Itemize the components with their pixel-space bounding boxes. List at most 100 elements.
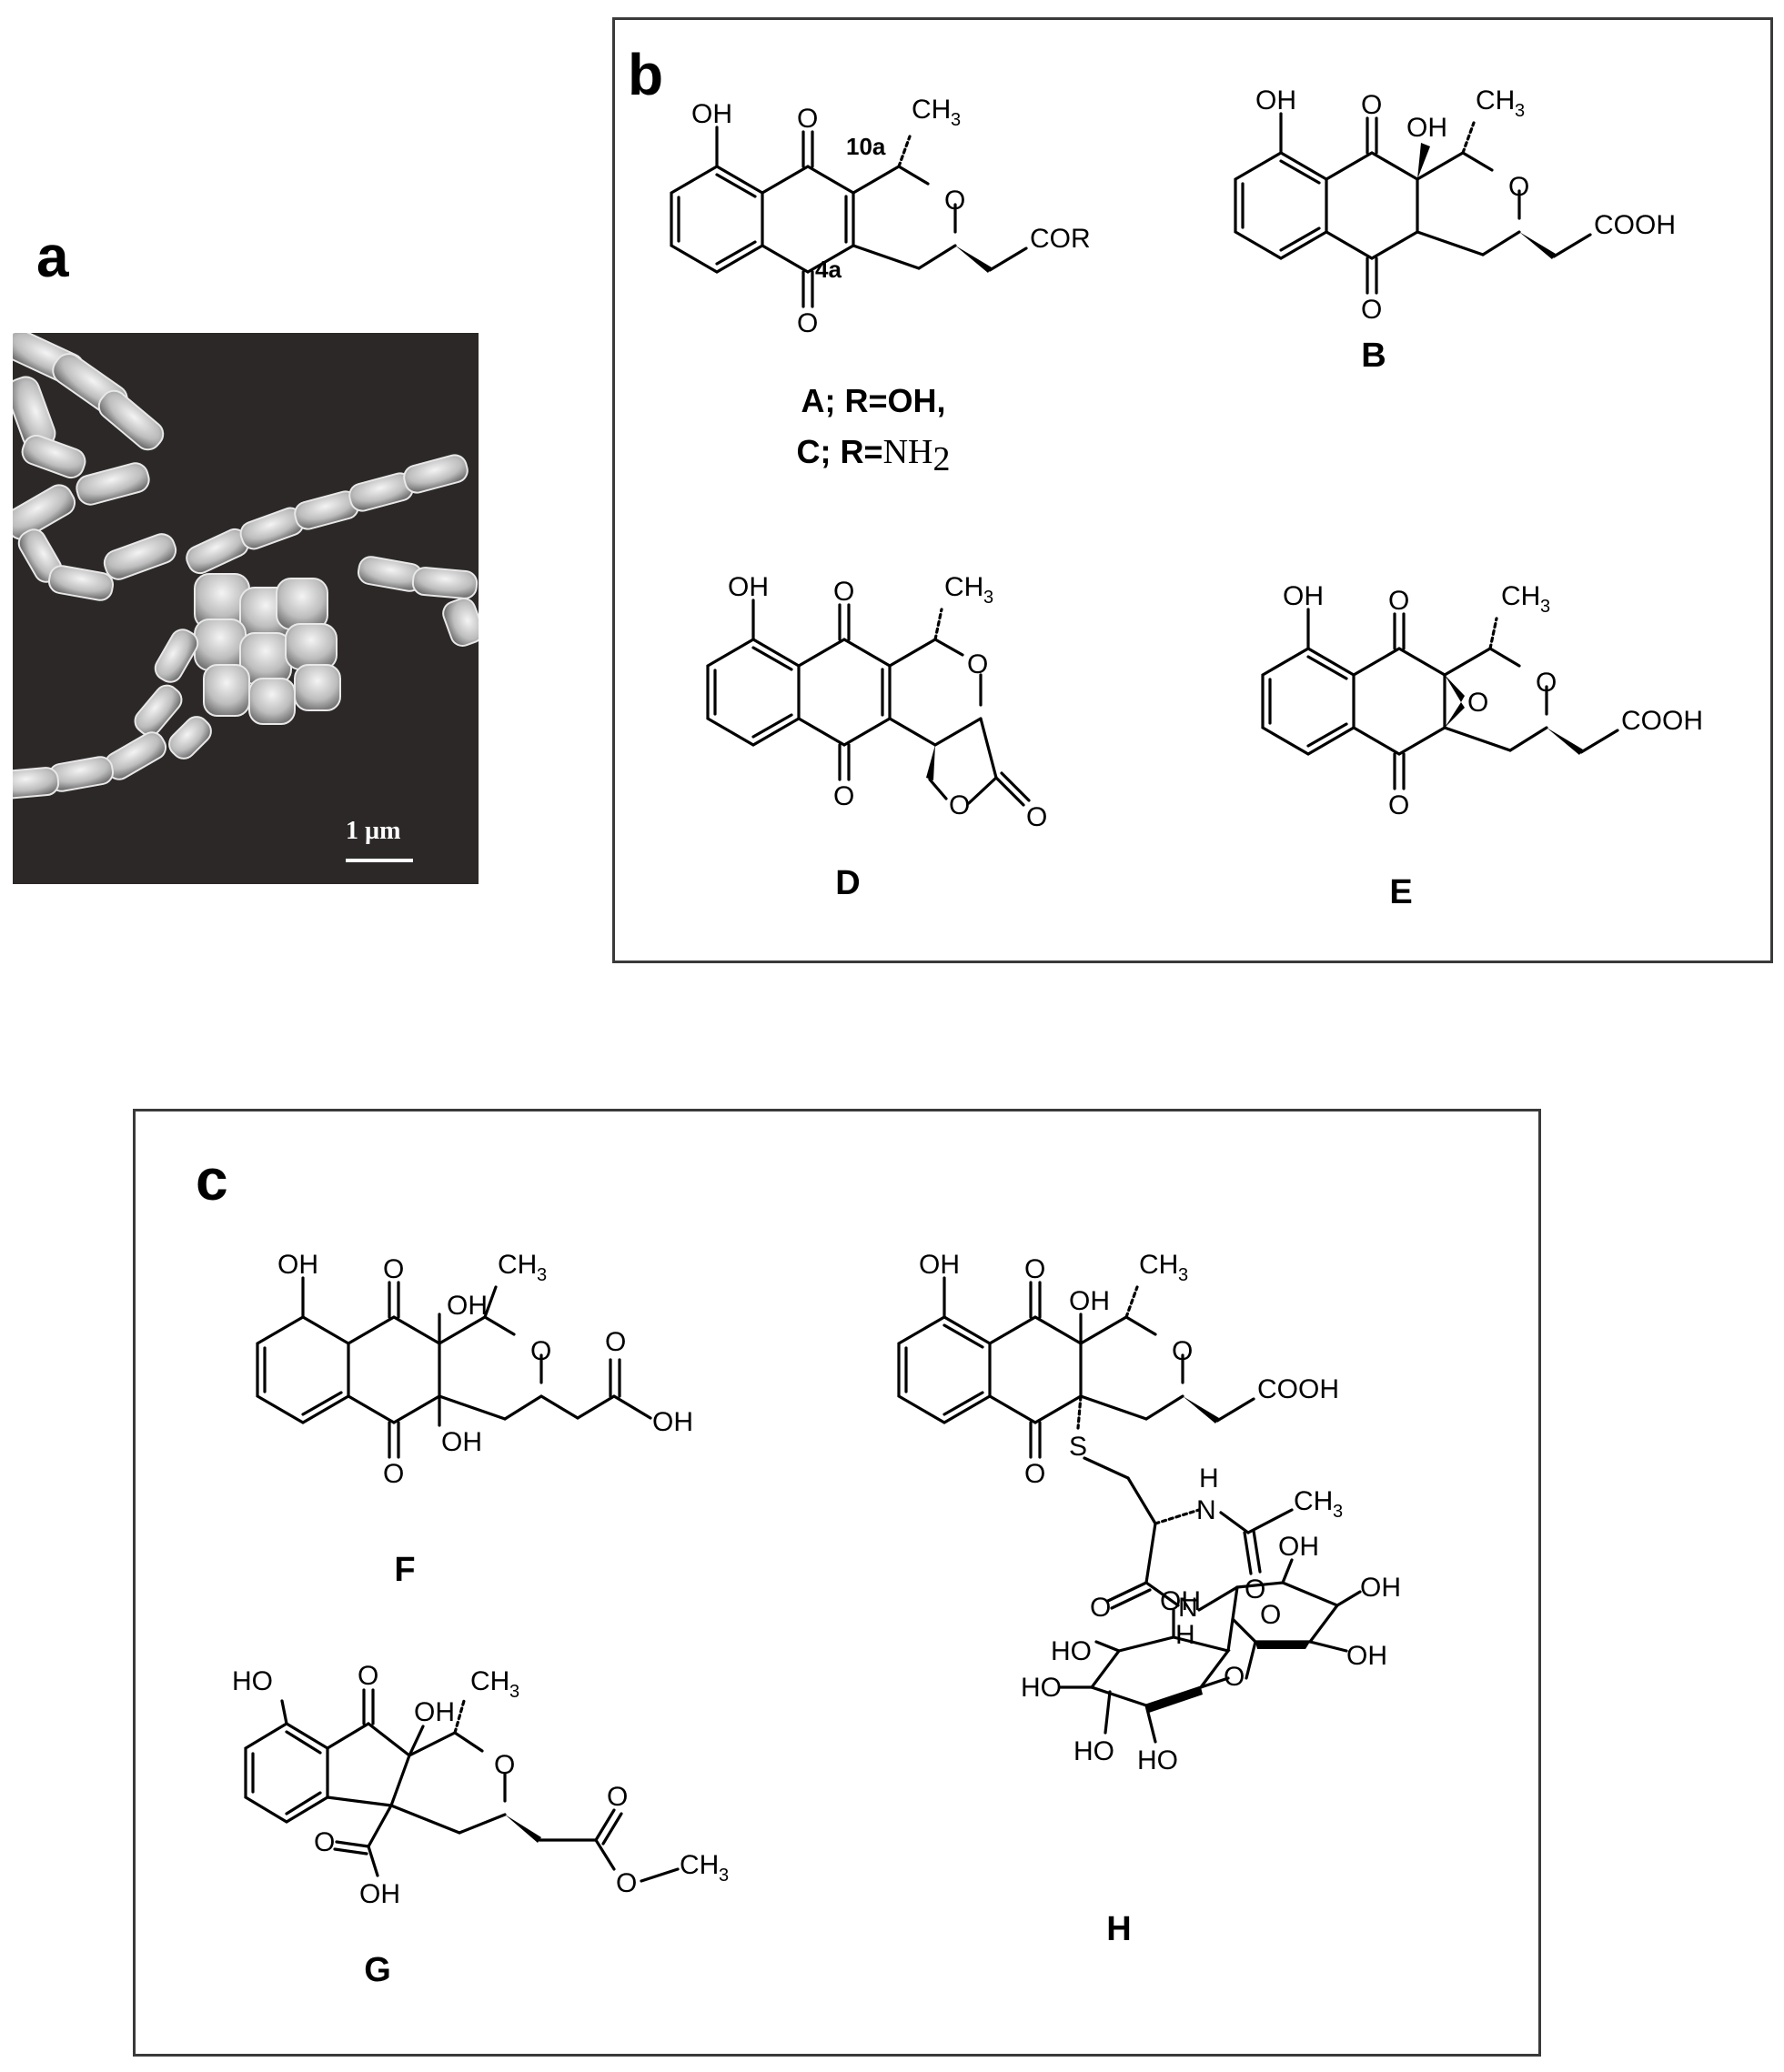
svg-text:O: O (949, 790, 970, 820)
svg-text:H: H (1199, 1463, 1219, 1494)
svg-text:HO: HO (1021, 1673, 1062, 1703)
svg-text:OH: OH (1360, 1573, 1401, 1603)
label-G: G (364, 1951, 391, 1989)
svg-text:OH: OH (441, 1427, 482, 1457)
label-D: D (835, 864, 861, 902)
svg-text:CH: CH (498, 1250, 537, 1280)
svg-text:S: S (1069, 1432, 1087, 1462)
svg-text:CH: CH (1294, 1486, 1333, 1516)
label-E: E (1389, 873, 1413, 911)
svg-text:CH: CH (1501, 581, 1540, 611)
svg-text:3: 3 (1540, 597, 1550, 617)
svg-text:3: 3 (983, 588, 993, 608)
svg-text:CH: CH (1476, 85, 1515, 116)
svg-text:OH: OH (1346, 1641, 1387, 1671)
svg-text:O: O (616, 1868, 637, 1898)
svg-text:OH: OH (728, 572, 769, 602)
svg-text:3: 3 (537, 1265, 547, 1285)
svg-text:O: O (1388, 790, 1409, 820)
svg-text:CH: CH (680, 1850, 719, 1880)
svg-text:O: O (967, 649, 988, 679)
svg-text:OH: OH (447, 1291, 488, 1321)
svg-text:OH: OH (691, 99, 732, 129)
svg-text:O: O (833, 781, 854, 811)
svg-text:O: O (1172, 1336, 1193, 1366)
svg-text:O: O (1026, 802, 1047, 832)
svg-text:CH: CH (944, 572, 983, 602)
scale-bar-label: 1 µm (346, 817, 401, 845)
svg-text:O: O (1467, 688, 1488, 718)
sem-micrograph (13, 333, 479, 884)
svg-text:O: O (1024, 1459, 1045, 1489)
svg-text:O: O (383, 1459, 404, 1489)
svg-text:HO: HO (232, 1666, 273, 1696)
svg-text:H: H (1175, 1620, 1195, 1650)
svg-text:OH: OH (414, 1697, 455, 1727)
svg-text:HO: HO (1051, 1636, 1092, 1666)
svg-text:OH: OH (277, 1250, 318, 1280)
svg-text:O: O (797, 104, 818, 134)
svg-text:OH: OH (1283, 581, 1324, 611)
svg-text:O: O (607, 1782, 628, 1812)
svg-text:OH: OH (652, 1407, 693, 1437)
svg-text:O: O (383, 1254, 404, 1284)
svg-text:O: O (1024, 1254, 1045, 1284)
legend-A: A; R=OH, (801, 382, 946, 419)
svg-text:3: 3 (719, 1866, 729, 1886)
svg-text:OH: OH (359, 1879, 400, 1909)
svg-text:O: O (1508, 172, 1529, 202)
panel-b-box (612, 17, 1773, 963)
label-H: H (1106, 1910, 1132, 1948)
svg-text:HO: HO (1073, 1736, 1114, 1766)
svg-text:COOH: COOH (1257, 1374, 1339, 1404)
svg-text:OH: OH (919, 1250, 960, 1280)
svg-text:10a: 10a (846, 133, 886, 160)
svg-text:N: N (1178, 1593, 1198, 1623)
svg-text:CH: CH (1139, 1250, 1178, 1280)
svg-text:OH: OH (1278, 1532, 1319, 1562)
svg-text:CH: CH (912, 95, 951, 125)
svg-text:O: O (1260, 1600, 1281, 1630)
svg-text:OH: OH (1255, 85, 1296, 116)
svg-text:COOH: COOH (1621, 706, 1703, 736)
svg-text:3: 3 (1333, 1502, 1343, 1522)
svg-text:O: O (944, 186, 965, 216)
svg-text:O: O (1388, 586, 1409, 616)
svg-text:4a: 4a (815, 256, 842, 283)
svg-text:O: O (494, 1750, 515, 1780)
svg-text:OH: OH (1069, 1286, 1110, 1316)
svg-text:O: O (1245, 1574, 1265, 1604)
legend-C: C; R=NH2 (796, 433, 951, 479)
svg-text:N: N (1196, 1495, 1216, 1525)
svg-text:O: O (1361, 90, 1382, 120)
svg-text:O: O (605, 1327, 626, 1357)
svg-text:3: 3 (509, 1682, 519, 1702)
panel-a-letter: a (36, 224, 69, 289)
svg-text:HO: HO (1137, 1745, 1178, 1775)
svg-text:3: 3 (1515, 101, 1525, 121)
panel-c-letter: c (196, 1147, 228, 1212)
svg-text:3: 3 (1178, 1265, 1188, 1285)
panel-c-box (133, 1109, 1541, 2057)
svg-text:O: O (833, 577, 854, 607)
svg-text:O: O (1224, 1662, 1245, 1692)
svg-text:OH: OH (1406, 113, 1447, 143)
svg-text:O: O (314, 1827, 335, 1857)
svg-text:CH: CH (470, 1666, 509, 1696)
svg-text:O: O (1090, 1593, 1111, 1623)
svg-text:OH: OH (1160, 1586, 1201, 1616)
svg-text:O: O (358, 1661, 378, 1691)
svg-text:O: O (530, 1336, 551, 1366)
svg-text:3: 3 (951, 110, 961, 130)
panel-b-letter: b (628, 42, 664, 107)
label-B: B (1361, 337, 1386, 375)
svg-text:COR: COR (1030, 224, 1091, 254)
svg-text:O: O (1536, 668, 1557, 698)
svg-text:COOH: COOH (1594, 210, 1676, 240)
